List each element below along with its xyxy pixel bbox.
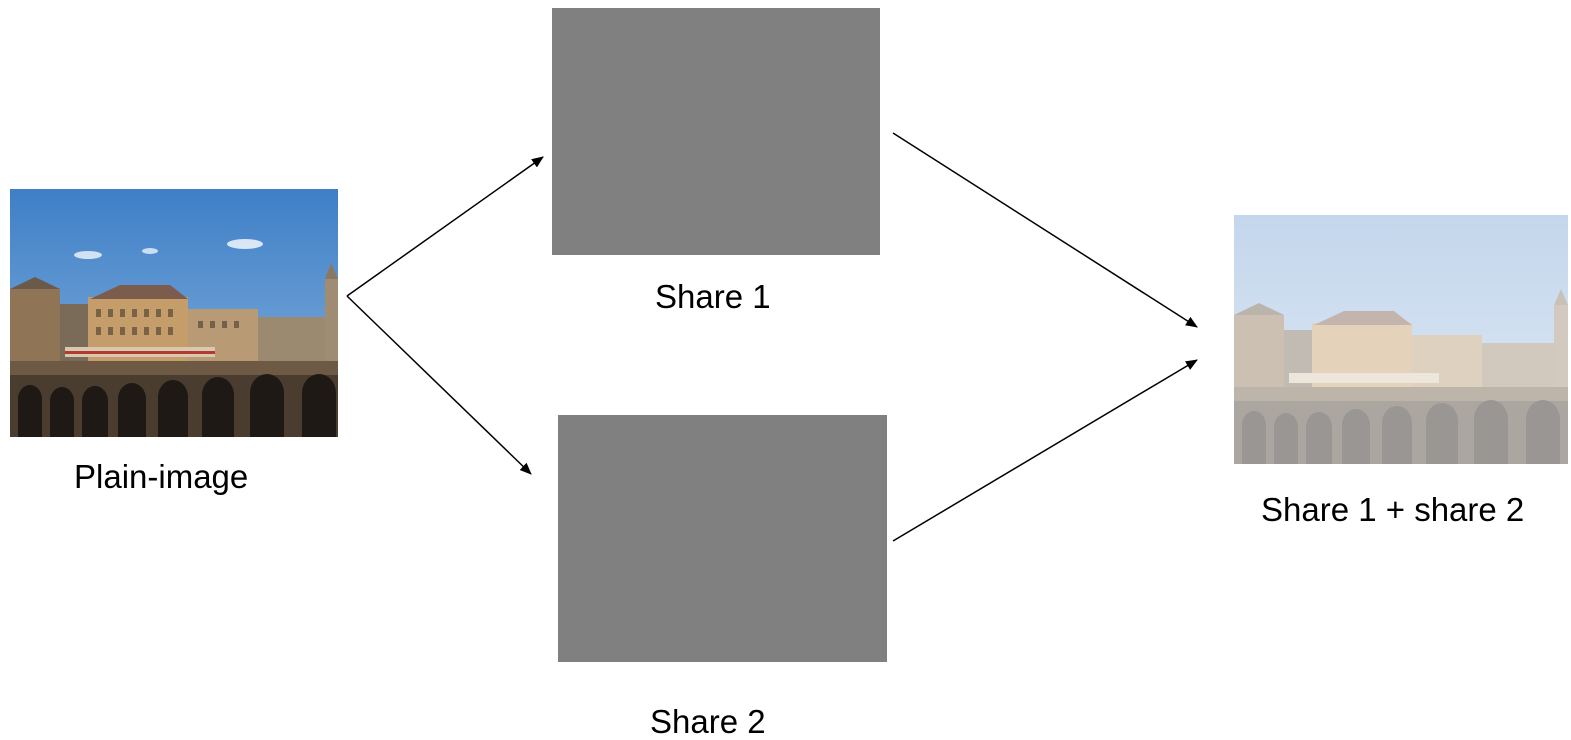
arrow-plain-to-share2 <box>346 295 532 475</box>
city-bridge-illustration <box>10 189 338 437</box>
share-1-box <box>552 8 880 255</box>
share-1-label: Share 1 <box>655 278 771 315</box>
share-2-label: Share 2 <box>650 703 766 740</box>
arrow-plain-to-share1 <box>346 156 544 297</box>
combined-label: Share 1 + share 2 <box>1261 491 1525 528</box>
combined-image-photo <box>1234 215 1568 464</box>
combined-city-illustration <box>1234 215 1568 464</box>
arrow-share2-to-combined <box>892 359 1198 542</box>
plain-image-photo <box>10 189 338 437</box>
arrow-share1-to-combined <box>892 132 1198 328</box>
plain-image-label: Plain-image <box>74 458 249 495</box>
share-2-box <box>558 415 887 662</box>
